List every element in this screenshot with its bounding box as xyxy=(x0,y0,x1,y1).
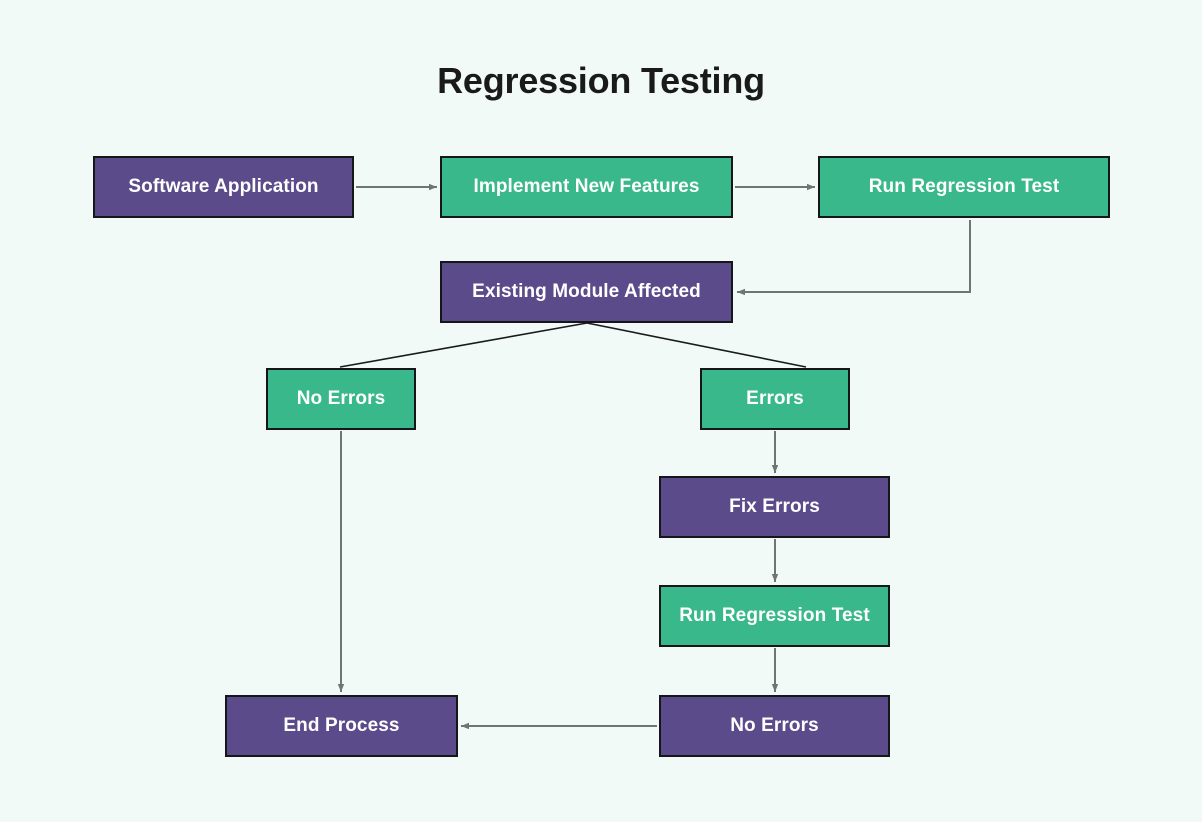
node-implement-new-features[interactable]: Implement New Features xyxy=(440,156,733,218)
node-label: Existing Module Affected xyxy=(472,280,701,302)
node-run-regression-test-2[interactable]: Run Regression Test xyxy=(659,585,890,647)
node-errors[interactable]: Errors xyxy=(700,368,850,430)
node-label: Errors xyxy=(746,387,804,409)
node-label: End Process xyxy=(283,714,400,736)
edge-existing-module-affected-to-no-errors xyxy=(339,322,588,368)
edge-existing-module-affected-to-errors xyxy=(586,322,807,368)
node-run-regression-test-1[interactable]: Run Regression Test xyxy=(818,156,1110,218)
node-no-errors-left[interactable]: No Errors xyxy=(266,368,416,430)
node-label: Implement New Features xyxy=(473,175,700,197)
node-existing-module-affected[interactable]: Existing Module Affected xyxy=(440,261,733,323)
page-title: Regression Testing xyxy=(437,60,765,101)
node-label: Run Regression Test xyxy=(868,175,1060,197)
node-fix-errors[interactable]: Fix Errors xyxy=(659,476,890,538)
node-label: No Errors xyxy=(730,714,819,736)
node-label: Fix Errors xyxy=(729,495,820,517)
node-software-application[interactable]: Software Application xyxy=(93,156,354,218)
node-end-process[interactable]: End Process xyxy=(225,695,458,757)
edge-run-regression-test-to-existing-module-affected xyxy=(737,220,971,296)
node-label: No Errors xyxy=(296,387,386,409)
node-label: Software Application xyxy=(128,175,319,197)
node-no-errors-right[interactable]: No Errors xyxy=(659,695,890,757)
node-label: Run Regression Test xyxy=(679,604,870,626)
